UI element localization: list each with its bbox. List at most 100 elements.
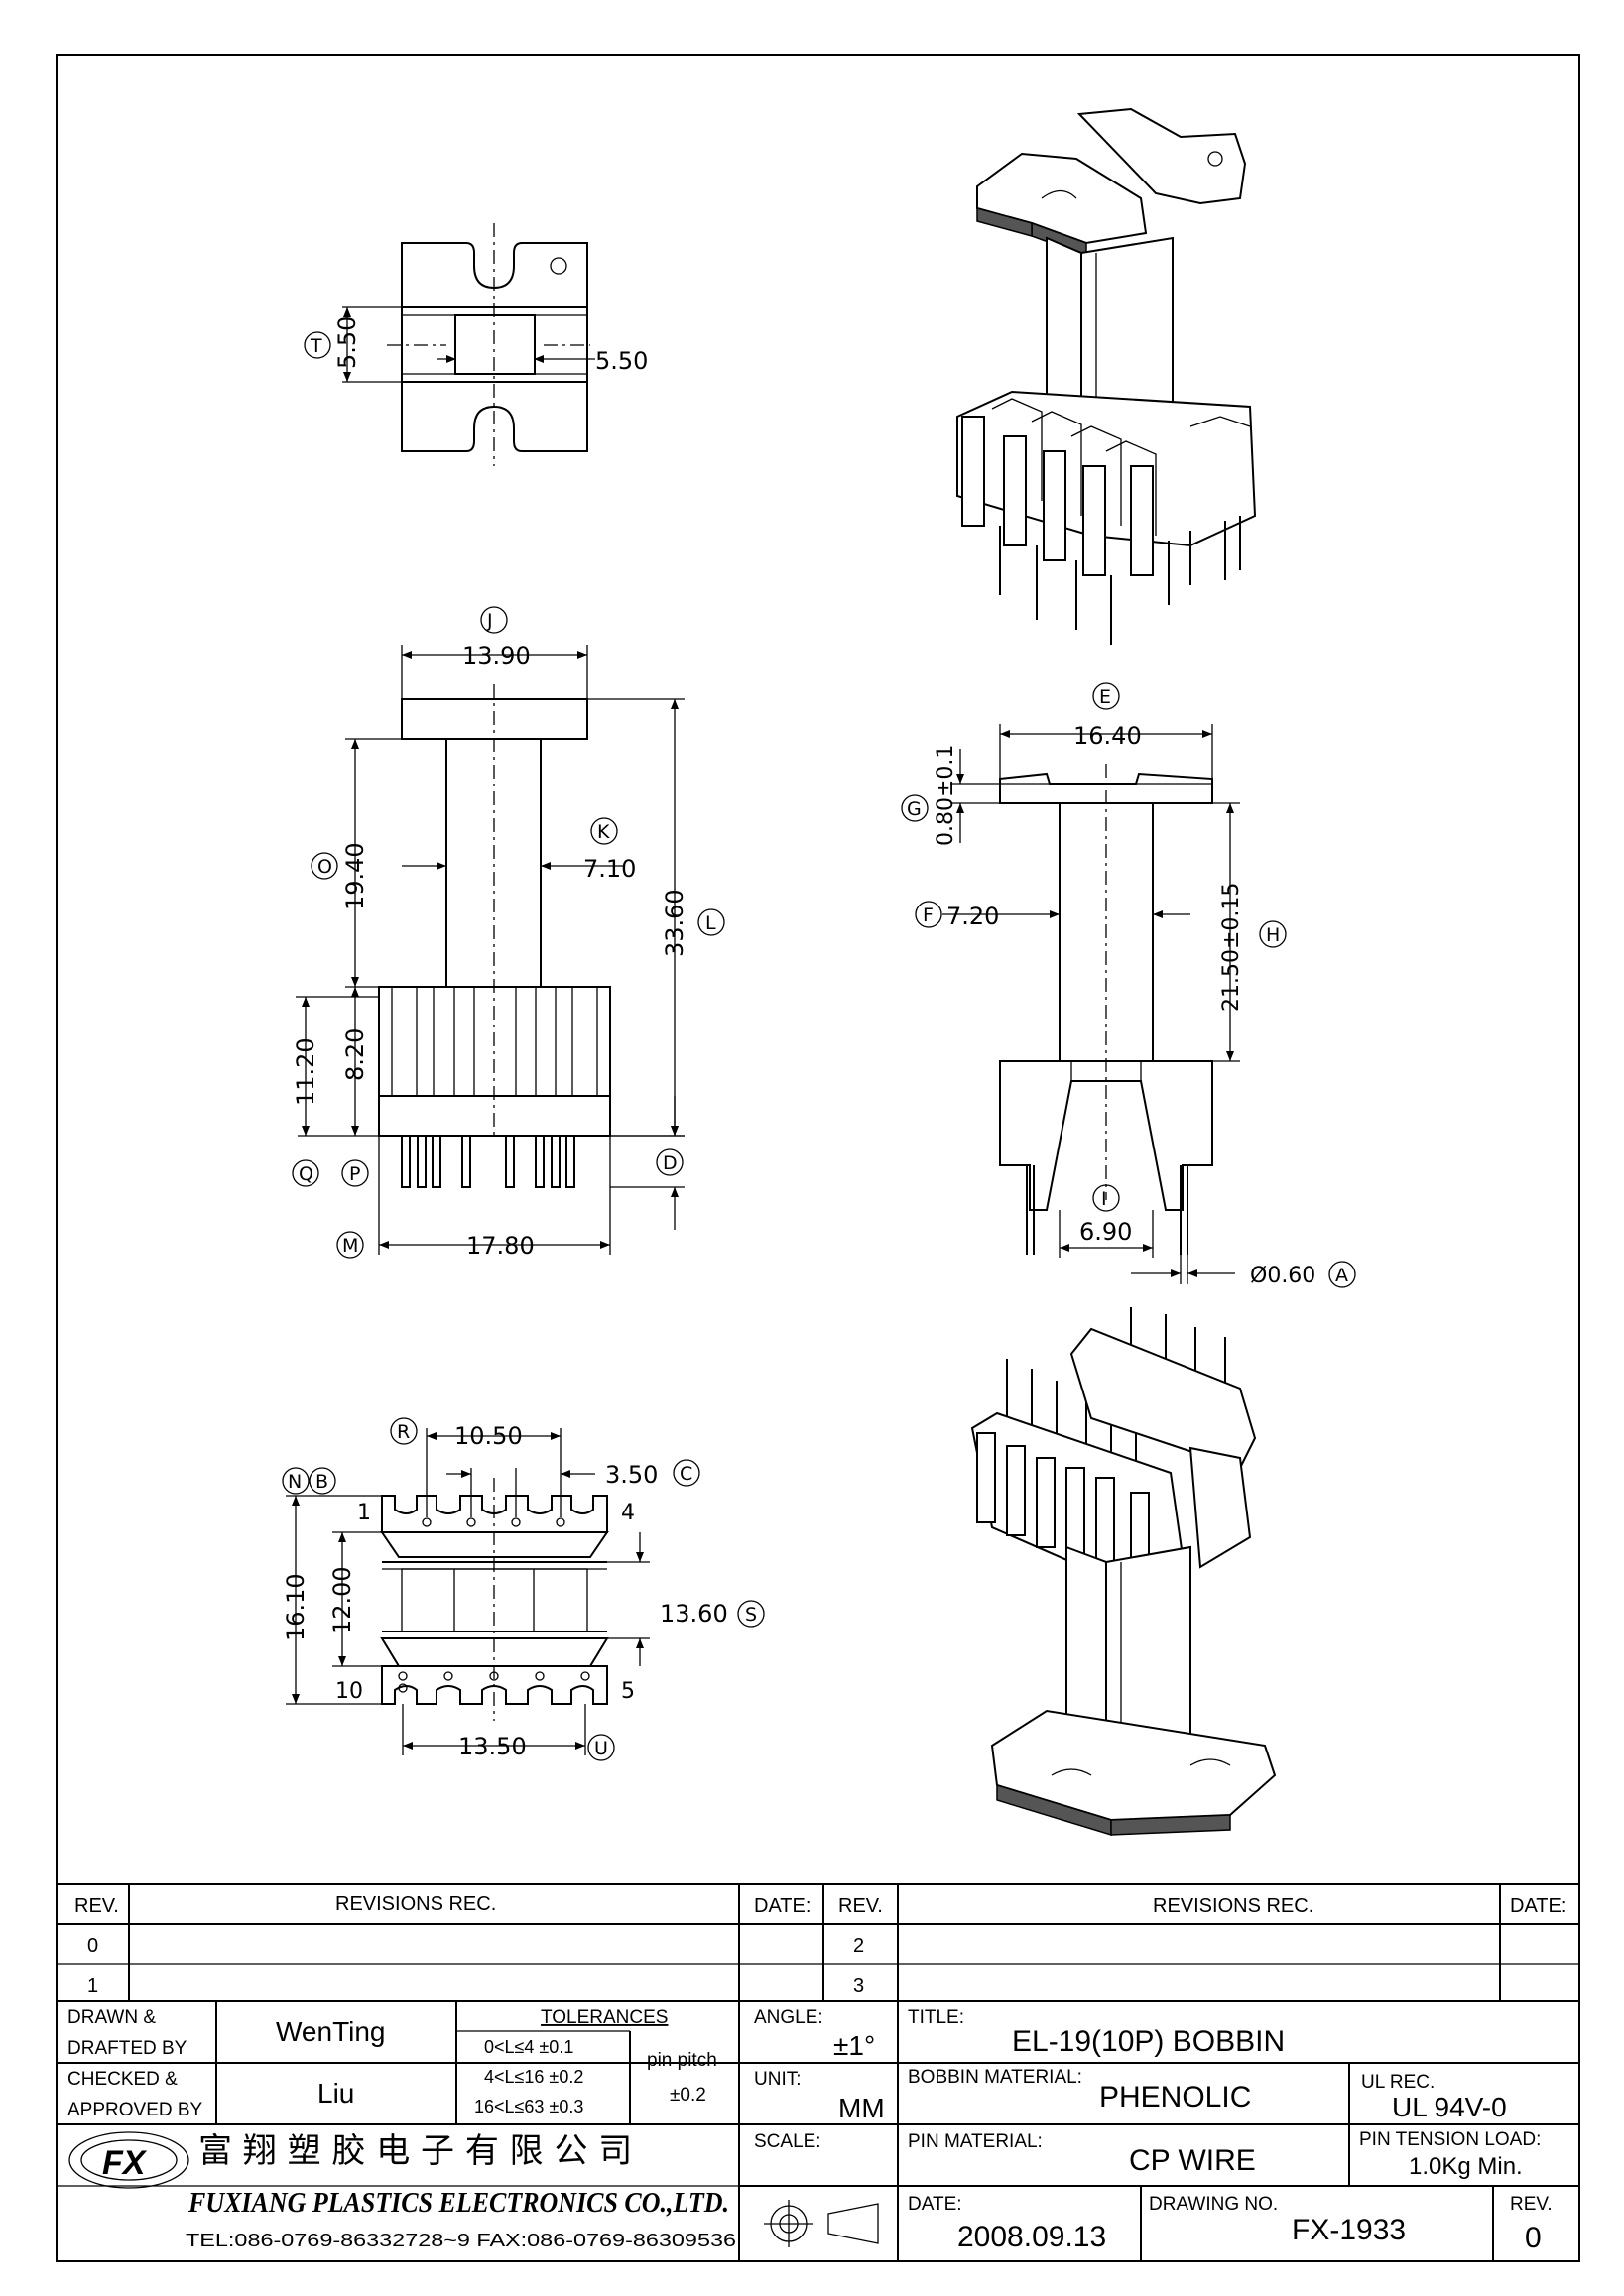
dim-16-10: 16.10 <box>282 1573 310 1641</box>
ul-rec-label: UL REC. <box>1361 2072 1435 2093</box>
dim-E-value: 16.40 <box>1073 722 1142 750</box>
callout-G: G <box>907 798 922 820</box>
unit-label: UNIT: <box>754 2069 802 2090</box>
dim-8-20: 8.20 <box>341 1028 369 1081</box>
drawing-no-value: FX-1933 <box>1292 2214 1406 2246</box>
scale-label: SCALE: <box>754 2131 821 2152</box>
bottom-view: 1 4 10 5 10.50 R 3.50 C N B 16.10 12.00 <box>282 1417 765 1761</box>
callout-N: N <box>288 1471 302 1493</box>
rev-row-1: 1 <box>87 1975 98 1996</box>
title-block: REV. REVISIONS REC. DATE: REV. REVISIONS… <box>56 1883 1580 2262</box>
callout-P: P <box>349 1163 360 1185</box>
pin-label-4: 4 <box>621 1501 635 1525</box>
sheet-border <box>56 54 1580 2262</box>
rev-header-right: REV. <box>838 1895 883 1917</box>
callout-T: T <box>310 335 322 357</box>
pin-material-value: CP WIRE <box>1129 2144 1256 2177</box>
dim-M-value: 17.80 <box>466 1232 535 1260</box>
callout-A: A <box>1335 1265 1348 1286</box>
pin-pitch-value: ±0.2 <box>670 2085 706 2106</box>
callout-F: F <box>923 905 934 926</box>
date-header-right: DATE: <box>1510 1895 1566 1917</box>
company-name-chinese: 富 翔 塑 胶 电 子 有 限 公 司 <box>198 2131 632 2171</box>
callout-B: B <box>315 1471 328 1493</box>
dim-J-value: 13.90 <box>462 642 531 669</box>
dim-H-value: 21.50±0.15 <box>1219 883 1244 1012</box>
dim-F-value: 7.20 <box>946 903 999 930</box>
isometric-view-top <box>956 107 1257 645</box>
callout-E: E <box>1099 686 1111 708</box>
side-view: 16.40 E 0.80±0.1 G 7.20 F 21.50±0.15 H 6… <box>901 682 1356 1288</box>
revisions-header-right: REVISIONS REC. <box>1153 1895 1313 1917</box>
callout-R: R <box>397 1421 410 1443</box>
dim-5-50-vertical: 5.50 <box>333 316 361 369</box>
drawn-by-name: WenTing <box>276 2016 386 2047</box>
projection-symbol <box>764 2200 879 2247</box>
rev-row-0: 0 <box>87 1935 98 1957</box>
callout-D: D <box>663 1152 678 1174</box>
pin-pitch-label: pin pitch <box>647 2050 717 2071</box>
callout-U: U <box>594 1738 608 1759</box>
revisions-header-left: REVISIONS REC. <box>335 1893 496 1915</box>
ul-rec-value: UL 94V-0 <box>1392 2092 1507 2122</box>
title-label: TITLE: <box>908 2007 964 2028</box>
callout-I: I <box>1101 1188 1107 1210</box>
unit-value: MM <box>838 2093 885 2123</box>
callout-K: K <box>597 821 610 843</box>
tolerance-row-2: 4<L≤16 ±0.2 <box>484 2067 583 2087</box>
dim-11-20: 11.20 <box>292 1037 319 1106</box>
rev-value: 0 <box>1525 2222 1542 2254</box>
callout-C: C <box>680 1463 692 1485</box>
pin-tension-label: PIN TENSION LOAD: <box>1359 2129 1541 2150</box>
dim-S-value: 13.60 <box>660 1600 728 1628</box>
callout-J: J <box>486 610 493 632</box>
tolerances-header: TOLERANCES <box>541 2007 668 2028</box>
rev-label: REV. <box>1510 2194 1553 2215</box>
pin-tension-value: 1.0Kg Min. <box>1409 2153 1523 2180</box>
angle-value: ±1° <box>833 2030 875 2061</box>
dim-5-50-horizontal: 5.50 <box>595 347 648 375</box>
date-label: DATE: <box>908 2194 962 2215</box>
rev-header-left: REV. <box>74 1895 119 1917</box>
dim-U-value: 13.50 <box>458 1733 527 1760</box>
date-header-left: DATE: <box>754 1895 811 1917</box>
dim-I-value: 6.90 <box>1079 1218 1132 1246</box>
callout-L: L <box>705 912 716 934</box>
front-view: 13.90 J 7.10 K 19.40 O 33.60 L 8.20 11.2… <box>292 606 725 1260</box>
callout-H: H <box>1266 924 1280 946</box>
pin-label-1: 1 <box>357 1501 371 1525</box>
company-logo: FX <box>68 2131 189 2189</box>
callout-S: S <box>745 1604 757 1626</box>
dim-L-value: 33.60 <box>661 889 688 957</box>
pin-material-label: PIN MATERIAL: <box>908 2131 1043 2152</box>
tolerance-row-3: 16<L≤63 ±0.3 <box>474 2097 583 2116</box>
top-view: 5.50 5.50 T <box>304 223 648 466</box>
callout-Q: Q <box>299 1163 313 1185</box>
isometric-view-bottom <box>970 1307 1277 1837</box>
drawn-label-line2: DRAFTED BY <box>67 2038 187 2059</box>
company-contact: TEL:086-0769-86332728~9 FAX:086-0769-863… <box>186 2231 736 2250</box>
bobbin-material-value: PHENOLIC <box>1099 2081 1251 2114</box>
dim-G-value: 0.80±0.1 <box>934 745 958 846</box>
bobbin-material-label: BOBBIN MATERIAL: <box>908 2067 1082 2088</box>
company-name-english: FUXIANG PLASTICS ELECTRONICS CO.,LTD. <box>187 2188 729 2219</box>
checked-by-name: Liu <box>317 2078 354 2109</box>
drawn-label-line1: DRAWN & <box>67 2007 156 2028</box>
dim-A-value: Ø0.60 <box>1250 1264 1315 1288</box>
rev-row-3: 3 <box>853 1975 864 1996</box>
callout-O: O <box>317 856 332 878</box>
checked-label-line1: CHECKED & <box>67 2069 178 2090</box>
angle-label: ANGLE: <box>754 2007 823 2028</box>
logo-fx-text: FX <box>102 2144 148 2182</box>
dim-12-00: 12.00 <box>328 1566 356 1634</box>
tolerance-row-1: 0<L≤4 ±0.1 <box>484 2037 573 2057</box>
pin-label-10: 10 <box>335 1679 363 1704</box>
rev-row-2: 2 <box>853 1935 864 1957</box>
drawing-no-label: DRAWING NO. <box>1149 2194 1278 2215</box>
callout-M: M <box>342 1235 358 1257</box>
dim-C-value: 3.50 <box>605 1461 658 1489</box>
pin-label-5: 5 <box>621 1679 635 1704</box>
checked-label-line2: APPROVED BY <box>67 2100 203 2120</box>
dim-K-value: 7.10 <box>583 855 636 883</box>
